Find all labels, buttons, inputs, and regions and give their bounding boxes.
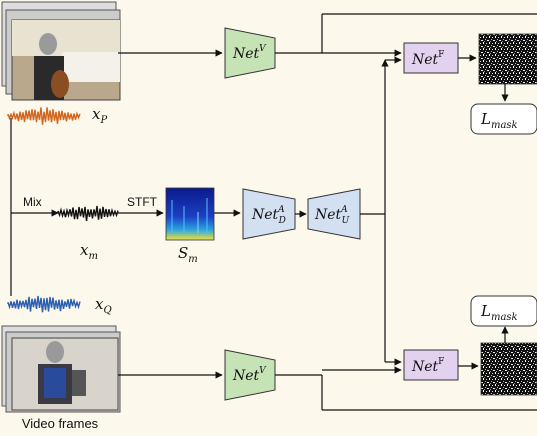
waveform-xm xyxy=(57,205,119,221)
waveform-xq xyxy=(7,295,81,313)
loss-mask-top: Lmask xyxy=(470,103,537,135)
net-v-top-block: NetV xyxy=(224,27,276,79)
top-video-frames xyxy=(1,1,121,101)
svg-text:NetF: NetF xyxy=(411,50,444,68)
svg-text:NetV: NetV xyxy=(232,366,267,384)
spectrogram-image xyxy=(165,187,215,241)
xq-label: xQ xyxy=(95,295,112,316)
svg-text:Lmask: Lmask xyxy=(480,302,518,323)
net-f-top-block: NetF xyxy=(403,42,459,74)
svg-text:Lmask: Lmask xyxy=(480,110,518,131)
predicted-mask-bottom xyxy=(480,342,537,396)
svg-text:NetV: NetV xyxy=(232,44,267,62)
xp-label: xP xyxy=(92,105,107,126)
waveform-xp xyxy=(7,107,81,125)
predicted-mask-top xyxy=(478,33,537,85)
net-v-bottom-block: NetV xyxy=(224,349,276,401)
sm-label: Sm xyxy=(178,244,198,265)
video-frames-label: Video frames xyxy=(22,416,99,431)
mix-label: Mix xyxy=(23,195,42,209)
loss-mask-bottom: Lmask xyxy=(470,295,537,327)
bottom-video-frames xyxy=(1,325,121,413)
xm-label: xm xyxy=(80,241,98,262)
stft-label: STFT xyxy=(127,195,158,209)
svg-text:NetF: NetF xyxy=(411,357,444,375)
net-f-bottom-block: NetF xyxy=(403,349,459,381)
